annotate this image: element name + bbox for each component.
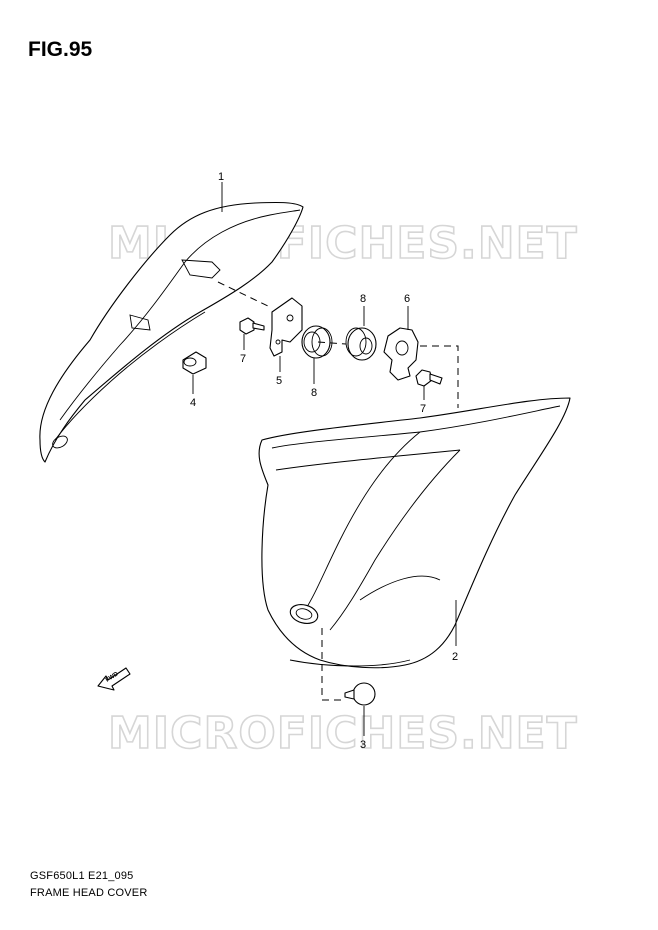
part-1-inner-cover	[39, 201, 304, 463]
callout-1: 1	[218, 171, 224, 183]
part-3-screw	[344, 682, 376, 706]
callout-7-right: 7	[420, 403, 426, 415]
part-5-bracket	[269, 297, 303, 357]
callout-2: 2	[452, 651, 458, 663]
figure-title: FIG.95	[28, 38, 93, 61]
part-2-side-cover	[258, 397, 571, 669]
assembly-line-bottom	[321, 628, 344, 701]
fwd-arrow-icon: FWD	[97, 667, 131, 691]
callout-4: 4	[190, 397, 196, 409]
model-code: GSF650L1 E21_095	[30, 870, 134, 882]
section-name: FRAME HEAD COVER	[30, 887, 148, 899]
callout-6: 6	[404, 293, 410, 305]
assembly-line-mid	[317, 341, 347, 345]
callout-7-left: 7	[240, 353, 246, 365]
callout-8-left: 8	[311, 387, 317, 399]
part-6-bracket	[383, 327, 419, 381]
assembly-line-right	[420, 345, 459, 408]
callout-5: 5	[276, 375, 282, 387]
part-7-bolt-right	[415, 369, 443, 387]
watermark-bottom: MICROFICHES.NET	[108, 708, 578, 759]
part-4-grommet	[182, 351, 207, 375]
part-7-bolt-left	[239, 317, 265, 335]
part-8-grommet-left	[301, 325, 333, 359]
part-8-grommet-right	[345, 327, 377, 361]
assembly-line-top	[217, 281, 273, 309]
callout-3: 3	[360, 739, 366, 751]
callout-8-right: 8	[360, 293, 366, 305]
